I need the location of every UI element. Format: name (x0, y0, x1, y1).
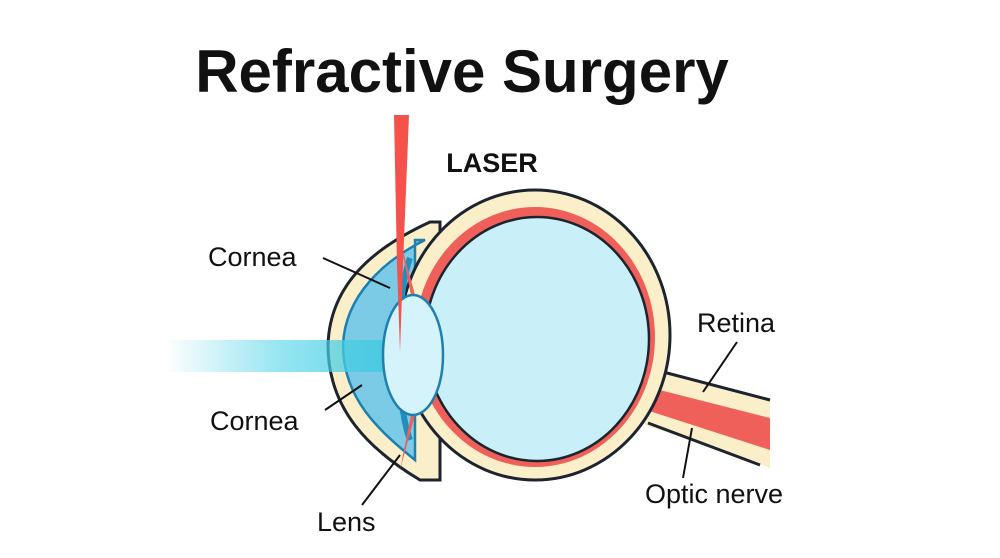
vitreous (423, 215, 651, 463)
lens (381, 293, 445, 417)
optic-nerve-label: Optic nerve (645, 479, 783, 509)
lens-label: Lens (317, 507, 376, 537)
retina-label: Retina (697, 308, 776, 338)
light-beam (165, 340, 395, 372)
optic-nerve (640, 366, 771, 468)
cornea-top-label: Cornea (208, 242, 298, 272)
laser-label: LASER (446, 148, 538, 178)
cornea-bottom-label: Cornea (210, 406, 300, 436)
laser-beam (394, 115, 409, 352)
page-title: Refractive Surgery (195, 38, 729, 105)
